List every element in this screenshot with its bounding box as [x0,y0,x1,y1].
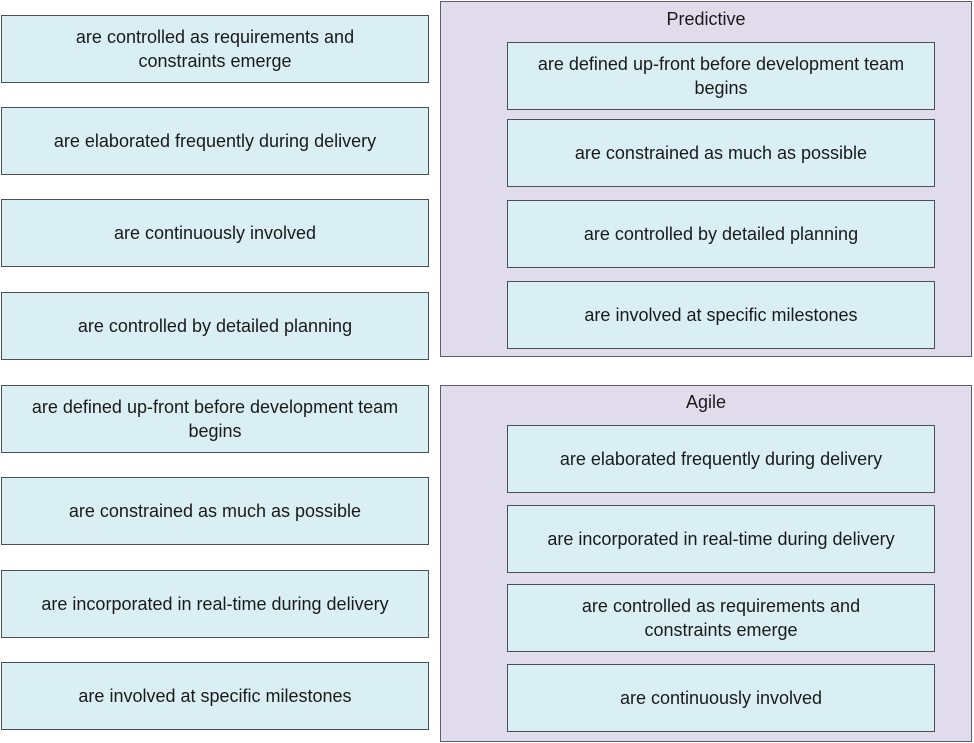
option-tile[interactable]: are controlled by detailed planning [1,292,429,360]
answer-label: are controlled as requirements and const… [581,596,861,640]
agile-answer-tile[interactable]: are controlled as requirements and const… [507,584,935,652]
answer-label: are controlled by detailed planning [583,224,859,244]
predictive-answer-tile[interactable]: are involved at specific milestones [507,281,935,349]
option-label: are defined up-front before development … [31,397,399,441]
option-label: are involved at specific milestones [78,686,352,706]
agile-answer-tile[interactable]: are incorporated in real-time during del… [507,505,935,573]
answer-label: are constrained as much as possible [574,143,868,163]
option-tile[interactable]: are elaborated frequently during deliver… [1,107,429,175]
answer-label: are elaborated frequently during deliver… [559,449,883,469]
option-label: are controlled as requirements and const… [75,27,355,71]
option-tile[interactable]: are controlled as requirements and const… [1,15,429,83]
agile-answer-tile[interactable]: are elaborated frequently during deliver… [507,425,935,493]
option-label: are continuously involved [113,223,317,243]
answer-label: are involved at specific milestones [584,305,858,325]
predictive-answer-tile[interactable]: are defined up-front before development … [507,42,935,110]
option-label: are incorporated in real-time during del… [41,594,389,614]
predictive-zone-title: Predictive [666,9,746,29]
option-label: are controlled by detailed planning [77,316,353,336]
answer-label: are incorporated in real-time during del… [547,529,895,549]
option-tile[interactable]: are incorporated in real-time during del… [1,570,429,638]
predictive-answer-tile[interactable]: are constrained as much as possible [507,119,935,187]
agile-zone-title: Agile [685,392,727,412]
predictive-answer-tile[interactable]: are controlled by detailed planning [507,200,935,268]
option-tile[interactable]: are defined up-front before development … [1,385,429,453]
option-tile[interactable]: are involved at specific milestones [1,662,429,730]
answer-label: are continuously involved [619,688,823,708]
option-tile[interactable]: are continuously involved [1,199,429,267]
option-label: are constrained as much as possible [68,501,362,521]
answer-label: are defined up-front before development … [537,54,905,98]
option-label: are elaborated frequently during deliver… [53,131,377,151]
option-tile[interactable]: are constrained as much as possible [1,477,429,545]
agile-answer-tile[interactable]: are continuously involved [507,664,935,732]
